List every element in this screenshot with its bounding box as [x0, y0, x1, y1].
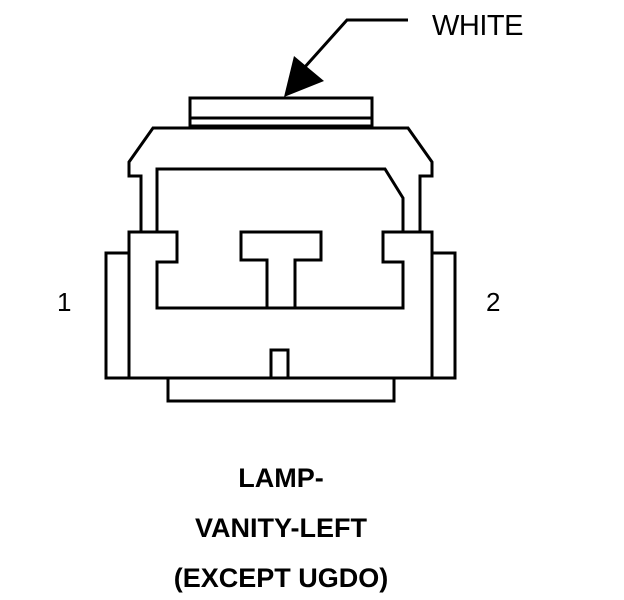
color-callout-label: WHITE [432, 10, 523, 42]
latch-inner [155, 167, 405, 232]
pin-2-label: 2 [486, 287, 501, 317]
pin-1-label: 1 [57, 287, 72, 317]
caption-line-3: (EXCEPT UGDO) [173, 563, 389, 593]
connector-base [166, 378, 396, 403]
connector-body [127, 230, 434, 380]
callout-arrow [284, 18, 408, 97]
caption-line-1: LAMP- [238, 463, 324, 493]
right-side-rail [430, 251, 457, 380]
left-side-rail [104, 251, 131, 380]
center-t-post [239, 230, 323, 310]
latch-shell [127, 126, 434, 232]
bottom-key [269, 348, 290, 380]
release-tab [188, 96, 374, 128]
caption-line-2: VANITY-LEFT [195, 513, 367, 543]
